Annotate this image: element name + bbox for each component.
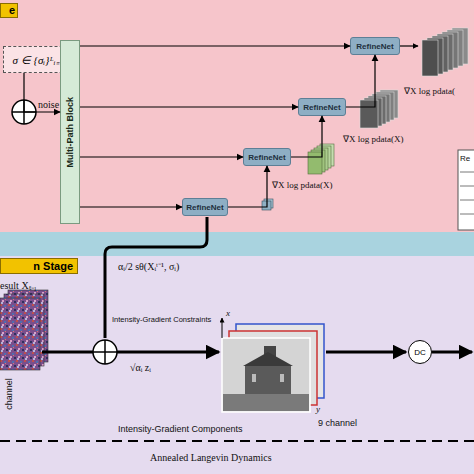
node-text: RefineNet <box>356 42 393 51</box>
noisy-image <box>0 290 48 370</box>
flow-connector <box>80 106 298 107</box>
flow-line <box>42 351 93 354</box>
node-text: RefineNet <box>303 103 340 112</box>
flow-arrow <box>326 351 406 354</box>
node-text: σ ∈ {σᵢ}ᴸᵢ₌₁ <box>13 52 64 67</box>
flow-connector <box>80 206 182 207</box>
operator-circle: DC <box>408 340 432 364</box>
node-text: n Stage <box>0 258 78 274</box>
separator-band <box>0 232 474 256</box>
network-box: RefineNet <box>243 148 291 166</box>
dashed-line <box>0 440 474 442</box>
flow-connector <box>80 45 350 46</box>
flow-connector <box>80 156 243 157</box>
network-box: RefineNet <box>182 198 228 216</box>
network-box: RefineNet <box>350 37 400 55</box>
feature-stack <box>308 144 334 174</box>
sum-symbol <box>93 340 117 364</box>
score-line <box>105 217 207 338</box>
feature-stack <box>262 199 273 210</box>
feature-stack <box>360 90 398 128</box>
side-panel <box>458 150 474 230</box>
network-box: RefineNet <box>298 98 346 116</box>
sum-symbol <box>12 100 36 124</box>
node-text: e <box>0 3 18 18</box>
stage-band: n StageDC <box>0 256 474 474</box>
image-stack <box>222 324 324 412</box>
flow-connector <box>291 116 322 157</box>
flow-connector <box>346 55 375 107</box>
flow-connector <box>228 166 267 207</box>
node-text: DC <box>414 348 426 357</box>
flow-arrow <box>432 351 472 354</box>
node-text: Multi-Path Block <box>65 97 75 168</box>
axis-arrow <box>222 318 223 338</box>
flow-arrow <box>117 351 219 354</box>
stage-band: eσ ∈ {σᵢ}ᴸᵢ₌₁Multi-Path BlockRefineNetRe… <box>0 0 474 232</box>
block-box: Multi-Path Block <box>60 40 80 224</box>
node-text: RefineNet <box>248 153 285 162</box>
feature-stack <box>422 28 468 76</box>
flow-connector <box>24 73 60 112</box>
output-arrow <box>400 45 418 46</box>
node-text: RefineNet <box>186 203 223 212</box>
